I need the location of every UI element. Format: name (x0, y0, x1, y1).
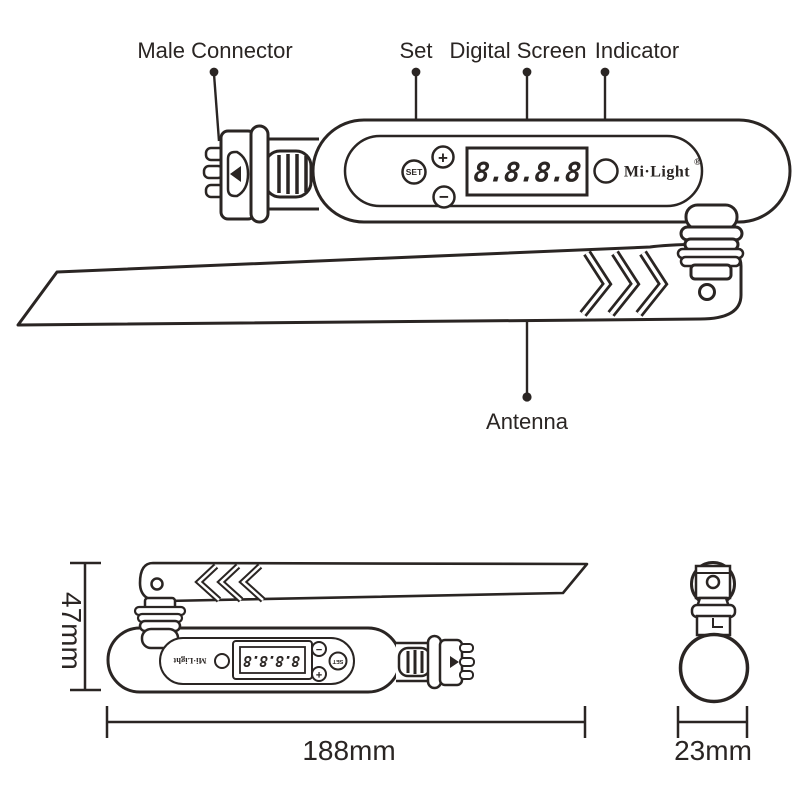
male-connector-label: Male Connector (137, 38, 292, 63)
antenna-blade-side (138, 561, 589, 603)
hinge-neck (689, 263, 733, 281)
set-button-circle (328, 651, 348, 671)
pivot-hole (705, 574, 721, 590)
length-dimension-line (105, 706, 587, 738)
device-end-view (678, 561, 750, 704)
minus-button-side: − (311, 641, 327, 657)
antenna-callout: Antenna (486, 320, 569, 434)
antenna-label: Antenna (486, 409, 569, 434)
body-cross-section (678, 632, 750, 704)
indicator-label: Indicator (595, 38, 679, 63)
set-button-text: SET (406, 167, 423, 177)
callout-dot (411, 67, 421, 77)
connector-pin (459, 657, 475, 667)
ribbed-barrel (263, 149, 313, 199)
indicator-led (593, 158, 619, 184)
height-dimension-line (70, 561, 101, 692)
plus-button: + (431, 145, 455, 169)
minus-icon: − (316, 643, 322, 655)
length-dimension-label: 188mm (302, 735, 395, 766)
brand-text: Mi·Light (624, 164, 690, 181)
male-connector (202, 129, 257, 221)
registered-mark: ® (694, 157, 701, 167)
chevron-inner (197, 565, 220, 601)
connector-pin (459, 643, 474, 653)
callout-dot (522, 392, 532, 402)
digital-screen-side: 8.8.8.8 (232, 640, 313, 680)
set-label: Set (399, 38, 432, 63)
screen-digits: 8.8.8.8 (473, 158, 582, 189)
callout-dot (522, 67, 532, 77)
hinge-joint (676, 203, 745, 281)
diameter-dimension-line (676, 706, 749, 738)
plus-icon: + (438, 149, 448, 168)
barrel-ribs (277, 154, 308, 194)
set-button: SET (401, 159, 427, 185)
set-button-circle (401, 159, 427, 185)
connector-pin (459, 670, 474, 680)
male-connector-side (396, 634, 475, 690)
chevron-inner (609, 252, 638, 316)
keyway-triangle-icon (450, 656, 459, 668)
plus-icon: + (316, 668, 322, 680)
callout-line (212, 73, 221, 142)
screen-frame (239, 646, 306, 674)
plus-button-side: + (311, 666, 327, 682)
screen-frame (465, 146, 589, 197)
device-top-view: SET + − 8.8.8.8 Mi·Light ® (202, 118, 792, 224)
antenna-chevrons-side (194, 563, 266, 603)
chevron-inner (241, 565, 264, 601)
callout-dot (209, 67, 219, 77)
set-button-text: SET (332, 658, 343, 664)
minus-button-circle (311, 641, 327, 657)
chevron-inner (637, 252, 666, 316)
barrel-ribs (406, 650, 424, 674)
indicator-led-side (214, 653, 230, 669)
device-side-view: Mi·Light 8.8.8.8 − + SET (106, 561, 589, 694)
minus-icon: − (439, 188, 449, 207)
neck-outline (262, 137, 319, 211)
collar-ring (249, 124, 270, 224)
antenna-top-view (16, 242, 743, 327)
keyway-triangle-icon (230, 166, 241, 182)
callout-dot (600, 67, 610, 77)
diameter-dimension-label: 23mm (674, 735, 752, 766)
antenna-pivot-hole (698, 283, 716, 301)
cylinder-notch (712, 618, 723, 628)
antenna-pivot-hole-side (150, 577, 164, 591)
callout-labels: Male Connector Set Digital Screen Indica… (137, 38, 679, 157)
dimension-annotations: 47mm 188mm 23mm (56, 561, 752, 766)
digital-screen-label: Digital Screen (450, 38, 587, 63)
hinge-dome (684, 203, 739, 231)
chevron-inner (581, 252, 610, 316)
neck-outline (396, 641, 430, 683)
minus-button-circle (432, 185, 456, 209)
hinge-joint-side (133, 596, 187, 650)
chevron-inner (219, 565, 242, 601)
brand-text-side: Mi·Light (173, 656, 206, 666)
antenna-chevrons (579, 250, 669, 317)
digital-screen: 8.8.8.8 (465, 146, 589, 197)
minus-button: − (432, 185, 456, 209)
set-button-side: SET (328, 651, 348, 671)
screen-digits-side: 8.8.8.8 (243, 652, 300, 670)
plus-button-circle (311, 666, 327, 682)
plus-button-circle (431, 145, 455, 169)
height-dimension-label: 47mm (56, 592, 87, 670)
